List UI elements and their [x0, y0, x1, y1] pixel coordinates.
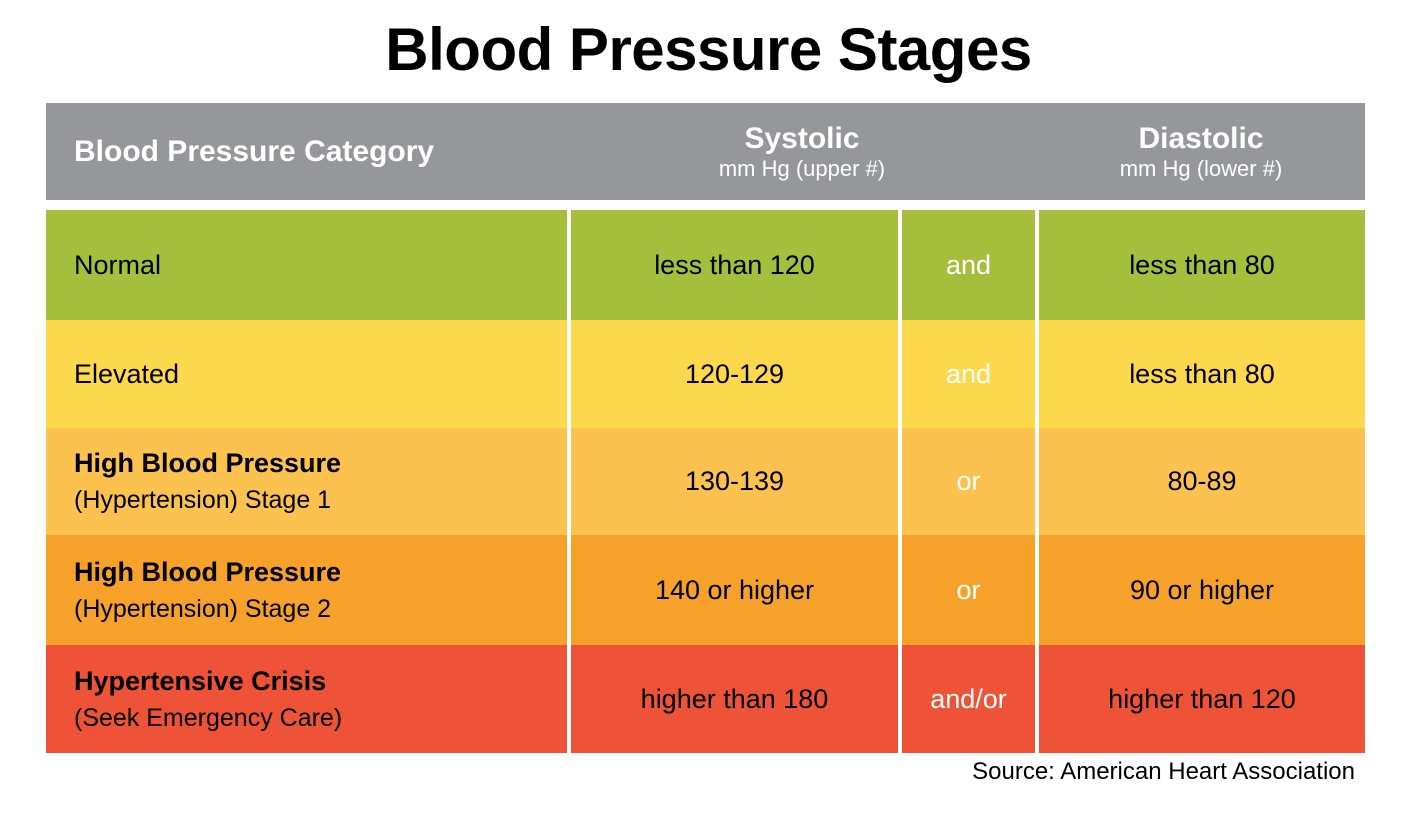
table-row: Elevated 120-129 and less than 80: [46, 320, 1365, 428]
header-cell-diastolic: Diastolic mm Hg (lower #): [1037, 103, 1365, 200]
header-diastolic-unit: mm Hg (lower #): [1119, 155, 1283, 181]
column-divider-2: [898, 210, 902, 320]
table-row: High Blood Pressure (Hypertension) Stage …: [46, 535, 1365, 645]
cell-category: Hypertensive Crisis (Seek Emergency Care): [46, 645, 567, 753]
cell-systolic-value: higher than 180: [640, 683, 829, 714]
category-name: Hypertensive Crisis: [74, 665, 327, 696]
category-name: High Blood Pressure: [74, 448, 342, 478]
cell-systolic-value: 140 or higher: [654, 574, 815, 605]
category-name: Normal: [74, 250, 162, 280]
column-divider-3: [1035, 210, 1039, 320]
table-row: Hypertensive Crisis (Seek Emergency Care)…: [46, 645, 1365, 753]
header-systolic-label: Systolic: [744, 121, 860, 155]
column-divider-1: [567, 320, 571, 428]
cell-connector: or: [956, 466, 981, 496]
header-systolic-unit: mm Hg (upper #): [718, 155, 886, 181]
column-divider-1: [567, 210, 571, 320]
cell-diastolic-value: less than 80: [1129, 249, 1275, 280]
cell-systolic-value: 120-129: [684, 358, 785, 389]
cell-diastolic-value: less than 80: [1129, 358, 1275, 389]
header-cell-category: Blood Pressure Category: [46, 103, 567, 200]
table-row: High Blood Pressure (Hypertension) Stage …: [46, 428, 1365, 535]
column-divider-2: [898, 535, 902, 645]
column-divider-3: [1035, 535, 1039, 645]
cell-connector: and: [945, 249, 992, 280]
cell-systolic-value: less than 120: [654, 249, 815, 280]
table-row: Normal less than 120 and less than 80: [46, 210, 1365, 320]
table-header-row: Blood Pressure Category Systolic mm Hg (…: [46, 103, 1365, 200]
column-divider-2: [898, 428, 902, 535]
cell-connector: and: [945, 358, 992, 389]
cell-diastolic-value: 80-89: [1167, 466, 1237, 496]
cell-category: Normal: [46, 210, 567, 320]
category-subtext: (Hypertension) Stage 1: [74, 486, 332, 514]
column-divider-3: [1035, 428, 1039, 535]
column-divider-2: [898, 320, 902, 428]
column-divider-1: [567, 428, 571, 535]
cell-category: Elevated: [46, 320, 567, 428]
header-category-label: Blood Pressure Category: [74, 134, 435, 168]
cell-category: High Blood Pressure (Hypertension) Stage …: [46, 428, 567, 535]
header-diastolic-label: Diastolic: [1138, 121, 1264, 155]
page-title: Blood Pressure Stages: [385, 16, 1032, 83]
bp-stages-table: Blood Pressure Category Systolic mm Hg (…: [46, 103, 1365, 753]
column-divider-2: [898, 645, 902, 753]
column-divider-3: [1035, 645, 1039, 753]
category-subtext: (Hypertension) Stage 2: [74, 594, 332, 623]
header-cell-systolic: Systolic mm Hg (upper #): [567, 103, 1037, 200]
cell-diastolic-value: higher than 120: [1108, 683, 1296, 714]
source-attribution: Source: American Heart Association: [972, 758, 1355, 785]
category-name: Elevated: [74, 359, 180, 389]
column-divider-1: [567, 645, 571, 753]
cell-diastolic-value: 90 or higher: [1129, 574, 1275, 605]
category-subtext: (Seek Emergency Care): [74, 703, 343, 732]
cell-connector: and/or: [930, 683, 1007, 714]
column-divider-1: [567, 535, 571, 645]
cell-category: High Blood Pressure (Hypertension) Stage …: [46, 535, 567, 645]
cell-connector: or: [956, 574, 981, 605]
category-name: High Blood Pressure: [74, 556, 342, 587]
cell-systolic-value: 130-139: [684, 466, 785, 496]
column-divider-3: [1035, 320, 1039, 428]
